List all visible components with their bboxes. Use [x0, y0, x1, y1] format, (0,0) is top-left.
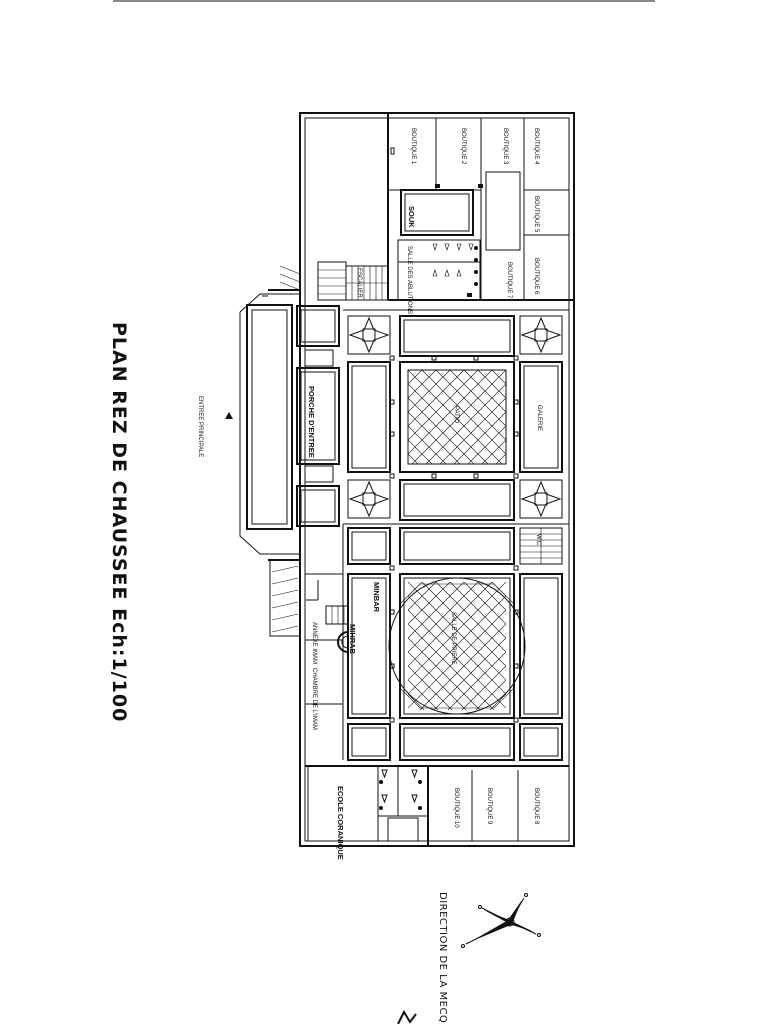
label-salle-priere: SALLE DE PRIERE [450, 612, 456, 665]
entrance-arrow-icon [225, 412, 233, 419]
ornament-top-left [347, 315, 391, 355]
label-annexe: ANNEXE IMAM [311, 622, 317, 664]
compass-icon [461, 893, 541, 948]
label-boutique-10: BOUTIQUE 10 [453, 788, 459, 828]
entrance-zone [225, 265, 340, 637]
label-patio: PATIO [453, 406, 459, 423]
label-wc: W.C [535, 534, 541, 546]
label-boutique-7: BOUTIQUE 7 [506, 262, 512, 299]
label-entree: ENTREE PRINCIPALE [197, 396, 203, 457]
north-arrow-partial-icon [397, 1009, 417, 1024]
ornament-bottom-right [519, 479, 563, 519]
label-porche: PORCHE D'ENTREE [307, 386, 316, 458]
label-boutique-1: BOUTIQUE 1 [410, 128, 416, 165]
label-boutique-8: BOUTIQUE 8 [533, 788, 539, 825]
label-mihrab: MIHRAB [348, 624, 357, 655]
label-ecole: ECOLE CORANIQUE [336, 786, 345, 860]
label-boutique-5: BOUTIQUE 5 [533, 196, 539, 233]
plan-title: PLAN REZ DE CHAUSSEE Ech:1/100 [108, 322, 130, 722]
label-boutique-9: BOUTIQUE 9 [486, 788, 492, 825]
top-shops-block [317, 113, 574, 301]
dome-circle [388, 577, 526, 715]
label-escalier: ESCALIER [356, 268, 362, 298]
patio-zone [343, 309, 569, 525]
direction-mecque-label: DIRECTION DE LA MECQUE [437, 892, 448, 1024]
label-minbar: MINBAR [372, 582, 381, 613]
label-boutique-3: BOUTIQUE 3 [502, 128, 508, 165]
label-ablutions: SALLE DES ABLUTIONS [406, 246, 412, 314]
label-souk: SOUK [407, 206, 416, 228]
ornament-top-right [519, 315, 563, 355]
bottom-shops-block [305, 765, 569, 846]
label-boutique-6: BOUTIQUE 6 [533, 258, 539, 295]
label-galerie: GALERIE [536, 405, 542, 431]
label-chambre: CHAMBRE DE L'IMAM [311, 668, 317, 730]
prayer-hall-zone [305, 524, 563, 761]
label-boutique-4: BOUTIQUE 4 [533, 128, 539, 165]
room-labels: BOUTIQUE 1 BOUTIQUE 2 BOUTIQUE 3 BOUTIQU… [197, 128, 542, 860]
label-boutique-2: BOUTIQUE 2 [460, 128, 466, 165]
ornament-bottom-left [347, 479, 391, 519]
